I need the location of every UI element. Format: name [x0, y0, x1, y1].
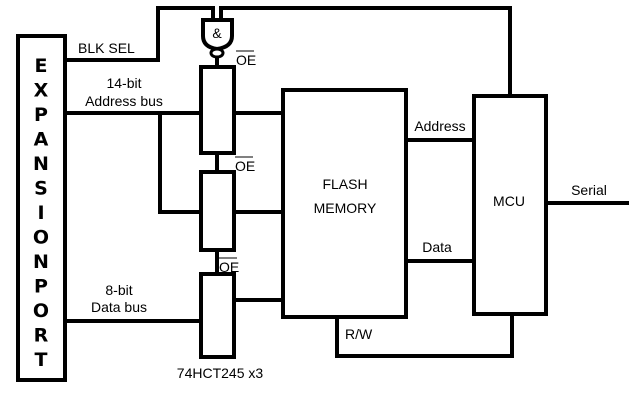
blk-sel-wire — [63, 6, 215, 62]
buffers-label: 74HCT245 x3 — [177, 365, 264, 381]
mcu — [472, 94, 548, 316]
expansion-port — [16, 34, 67, 382]
buffer-3 — [199, 272, 236, 359]
data-bus-label-1: 8-bit — [105, 282, 132, 298]
expansion-port-letter: R — [34, 325, 49, 347]
expansion-port-letter: X — [34, 80, 49, 102]
flash-label-2: MEMORY — [314, 200, 377, 216]
expansion-port-letter: S — [34, 178, 48, 200]
oe-label-1: OE — [236, 52, 256, 68]
address-bus-label-2: Address bus — [85, 93, 163, 109]
buffer-1 — [199, 65, 236, 155]
oe-label-2: OE — [235, 158, 255, 174]
address-label: Address — [414, 118, 465, 134]
oe-label-3: OE — [219, 259, 239, 275]
expansion-port-letter: P — [34, 104, 48, 126]
expansion-port-letter: T — [35, 349, 48, 371]
buffer-2 — [199, 170, 236, 252]
data-label: Data — [422, 239, 452, 255]
flash-memory — [281, 88, 408, 319]
expansion-port-letter: O — [33, 300, 49, 322]
data-bus-label-2: Data bus — [91, 299, 147, 315]
address-branch-wire — [158, 111, 203, 214]
expansion-port-letter: N — [33, 153, 49, 175]
flash-label-1: FLASH — [322, 176, 367, 192]
mcu-label: MCU — [493, 193, 525, 209]
expansion-port-letter: A — [34, 129, 49, 151]
rw-label: R/W — [345, 326, 373, 342]
mcu-select-wire — [219, 6, 512, 96]
expansion-port-letter: I — [37, 202, 44, 224]
expansion-port-letter: N — [33, 251, 49, 273]
address-bus-label-1: 14-bit — [106, 75, 141, 91]
expansion-port-letter: E — [35, 55, 48, 77]
inverter-bubble — [209, 47, 225, 59]
serial-label: Serial — [571, 182, 607, 198]
expansion-port-letter: P — [34, 276, 48, 298]
wires — [63, 6, 629, 358]
expansion-port-letter: O — [33, 227, 49, 249]
and-gate-label: & — [212, 25, 222, 41]
rw-wire — [335, 312, 514, 358]
blk-sel-label: BLK SEL — [78, 40, 135, 56]
